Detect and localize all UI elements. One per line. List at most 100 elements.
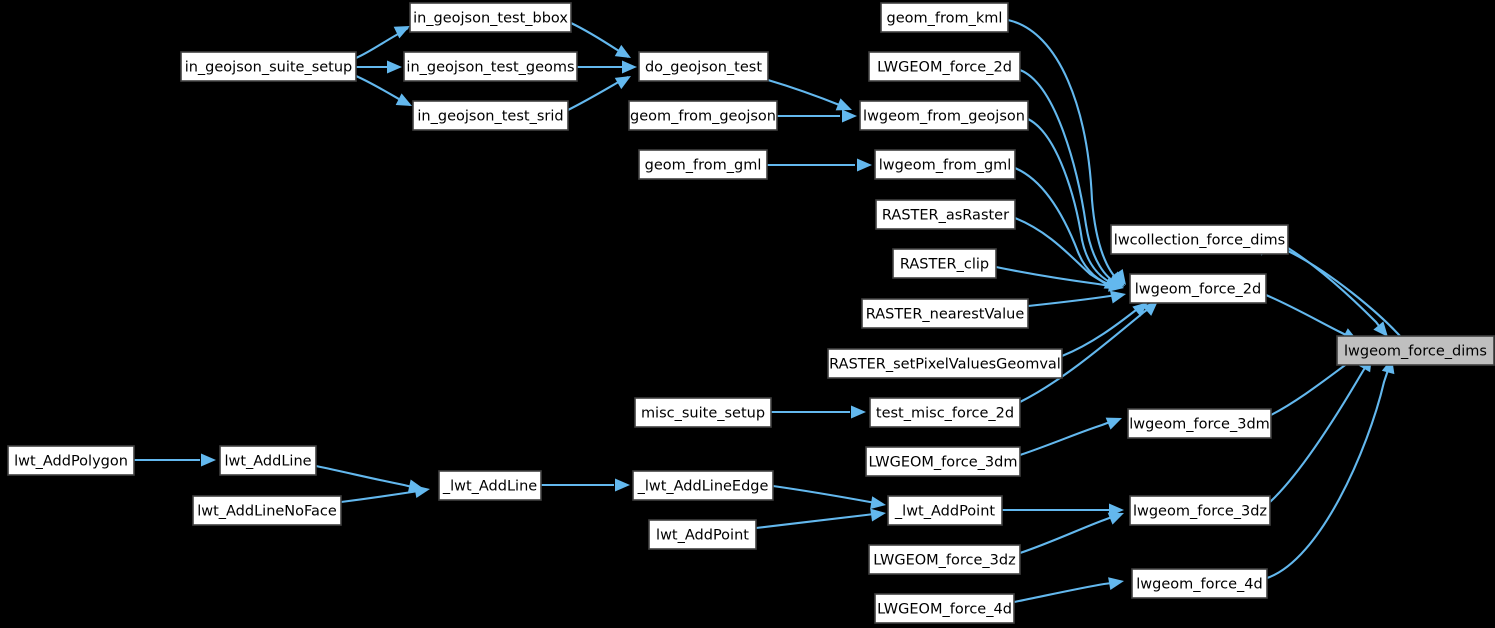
- node-in_geojson_test_srid[interactable]: in_geojson_test_srid: [412, 100, 569, 131]
- node-LWGEOM_force_3dz[interactable]: LWGEOM_force_3dz: [868, 544, 1021, 575]
- edge-lwt_AddLine-to-_lwt_AddLine: [315, 464, 424, 493]
- edge-lwgeom_force_3dz-to-lwgeom_force_dims: [1269, 356, 1372, 503]
- node-box[interactable]: [192, 495, 342, 526]
- node-lwgeom_force_4d[interactable]: lwgeom_force_4d: [1131, 568, 1268, 599]
- arrowhead-icon: [414, 485, 430, 499]
- arrowhead-icon: [614, 44, 631, 58]
- node-in_geojson_suite_setup[interactable]: in_geojson_suite_setup: [180, 51, 357, 82]
- node-lwt_AddPoint[interactable]: lwt_AddPoint: [648, 519, 757, 550]
- node-box[interactable]: [409, 2, 572, 33]
- arrowhead-icon: [857, 158, 872, 172]
- node-box[interactable]: [1127, 408, 1272, 439]
- arrowhead-icon: [851, 405, 866, 419]
- edge-_lwt_AddLine-to-_lwt_AddLineEdge: [541, 478, 630, 492]
- node-box[interactable]: [638, 149, 768, 180]
- edge-geom_from_gml-to-lwgeom_from_gml: [767, 158, 872, 172]
- node-lwgeom_force_2d[interactable]: lwgeom_force_2d: [1129, 273, 1267, 304]
- node-box[interactable]: [875, 199, 1016, 230]
- node-box[interactable]: [648, 519, 757, 550]
- arrowhead-icon: [1109, 290, 1126, 304]
- node-box[interactable]: [880, 2, 1009, 33]
- edge-lwcollection_force_dims-to-lwgeom_force_dims: [1287, 247, 1388, 337]
- edge-in_geojson_suite_setup-to-in_geojson_test_srid: [355, 75, 412, 106]
- node-in_geojson_test_bbox[interactable]: in_geojson_test_bbox: [409, 2, 572, 33]
- arrowhead-icon: [614, 76, 631, 90]
- node-geom_from_kml[interactable]: geom_from_kml: [880, 2, 1009, 33]
- node-box[interactable]: [868, 51, 1021, 82]
- node-RASTER_asRaster[interactable]: RASTER_asRaster: [875, 199, 1016, 230]
- node-box[interactable]: [1336, 335, 1495, 366]
- node-box[interactable]: [859, 100, 1029, 131]
- node-lwgeom_from_geojson[interactable]: lwgeom_from_geojson: [859, 100, 1029, 131]
- node-lwgeom_force_3dz[interactable]: lwgeom_force_3dz: [1129, 495, 1271, 526]
- node-box[interactable]: [1129, 273, 1267, 304]
- node-LWGEOM_force_2d[interactable]: LWGEOM_force_2d: [868, 51, 1021, 82]
- node-box[interactable]: [634, 397, 772, 428]
- edge-in_geojson_test_geoms-to-do_geojson_test: [577, 60, 637, 74]
- edge-in_geojson_suite_setup-to-in_geojson_test_geoms: [356, 60, 402, 74]
- node-geom_from_gml[interactable]: geom_from_gml: [638, 149, 768, 180]
- node-box[interactable]: [869, 397, 1021, 428]
- node-lwgeom_force_dims[interactable]: lwgeom_force_dims: [1336, 335, 1495, 366]
- node-box[interactable]: [632, 470, 774, 501]
- node-box[interactable]: [1129, 495, 1271, 526]
- node-RASTER_clip[interactable]: RASTER_clip: [892, 248, 997, 279]
- arrowhead-icon: [201, 453, 216, 467]
- node-lwt_AddLine[interactable]: lwt_AddLine: [219, 445, 317, 476]
- arrowhead-icon: [395, 93, 412, 106]
- node-box[interactable]: [868, 544, 1021, 575]
- node-box[interactable]: [403, 51, 578, 82]
- node-box[interactable]: [1110, 224, 1289, 255]
- node-geom_from_geojson[interactable]: geom_from_geojson: [628, 100, 778, 131]
- node-box[interactable]: [861, 298, 1029, 329]
- edge-RASTER_setPixelValuesGeomval-to-lwgeom_force_2d: [1061, 302, 1148, 357]
- node-box[interactable]: [219, 445, 317, 476]
- arrowhead-icon: [870, 496, 886, 510]
- node-box[interactable]: [180, 51, 357, 82]
- node-_lwt_AddLineEdge[interactable]: _lwt_AddLineEdge: [632, 470, 774, 501]
- node-lwcollection_force_dims[interactable]: lwcollection_force_dims: [1110, 224, 1289, 255]
- node-lwt_AddLineNoFace[interactable]: lwt_AddLineNoFace: [192, 495, 342, 526]
- edge-in_geojson_suite_setup-to-in_geojson_test_bbox: [355, 26, 410, 59]
- arrowhead-icon: [615, 478, 630, 492]
- node-RASTER_nearestValue[interactable]: RASTER_nearestValue: [861, 298, 1029, 329]
- edge-in_geojson_test_srid-to-do_geojson_test: [567, 76, 631, 111]
- node-box[interactable]: [438, 470, 542, 501]
- node-box[interactable]: [827, 348, 1063, 379]
- node-box[interactable]: [628, 100, 778, 131]
- node-box[interactable]: [638, 51, 769, 82]
- node-box[interactable]: [887, 495, 1003, 526]
- edge-geom_from_geojson-to-lwgeom_from_geojson: [777, 109, 857, 123]
- node-test_misc_force_2d[interactable]: test_misc_force_2d: [869, 397, 1021, 428]
- node-box[interactable]: [865, 446, 1021, 477]
- node-box[interactable]: [7, 445, 135, 476]
- node-LWGEOM_force_3dm[interactable]: LWGEOM_force_3dm: [865, 446, 1021, 477]
- node-misc_suite_setup[interactable]: misc_suite_setup: [634, 397, 772, 428]
- node-box[interactable]: [892, 248, 997, 279]
- edge-lwt_AddPoint-to-_lwt_AddPoint: [755, 508, 886, 530]
- node-lwgeom_force_3dm[interactable]: lwgeom_force_3dm: [1127, 408, 1272, 439]
- arrowhead-icon: [1132, 302, 1148, 317]
- node-box[interactable]: [412, 100, 569, 131]
- edge-lwt_AddPolygon-to-lwt_AddLine: [134, 453, 216, 467]
- node-_lwt_AddLine[interactable]: _lwt_AddLine: [438, 470, 542, 501]
- node-in_geojson_test_geoms[interactable]: in_geojson_test_geoms: [403, 51, 578, 82]
- node-RASTER_setPixelValuesGeomval[interactable]: RASTER_setPixelValuesGeomval: [827, 348, 1063, 379]
- node-LWGEOM_force_4d[interactable]: LWGEOM_force_4d: [874, 593, 1015, 624]
- node-box[interactable]: [874, 149, 1016, 180]
- arrowhead-icon: [842, 109, 857, 123]
- edge-LWGEOM_force_3dm-to-lwgeom_force_3dm: [1019, 417, 1122, 456]
- edge-lwgeom_force_4d-to-lwgeom_force_dims: [1266, 358, 1395, 579]
- node-_lwt_AddPoint[interactable]: _lwt_AddPoint: [887, 495, 1003, 526]
- edge-RASTER_nearestValue-to-lwgeom_force_2d: [1027, 290, 1126, 308]
- arrowhead-icon: [622, 60, 637, 74]
- node-lwgeom_from_gml[interactable]: lwgeom_from_gml: [874, 149, 1016, 180]
- edge-do_geojson_test-to-lwgeom_from_geojson: [767, 78, 852, 111]
- node-box[interactable]: [874, 593, 1015, 624]
- node-lwt_AddPolygon[interactable]: lwt_AddPolygon: [7, 445, 135, 476]
- node-box[interactable]: [1131, 568, 1268, 599]
- node-do_geojson_test[interactable]: do_geojson_test: [638, 51, 769, 82]
- arrowhead-icon: [1107, 512, 1124, 525]
